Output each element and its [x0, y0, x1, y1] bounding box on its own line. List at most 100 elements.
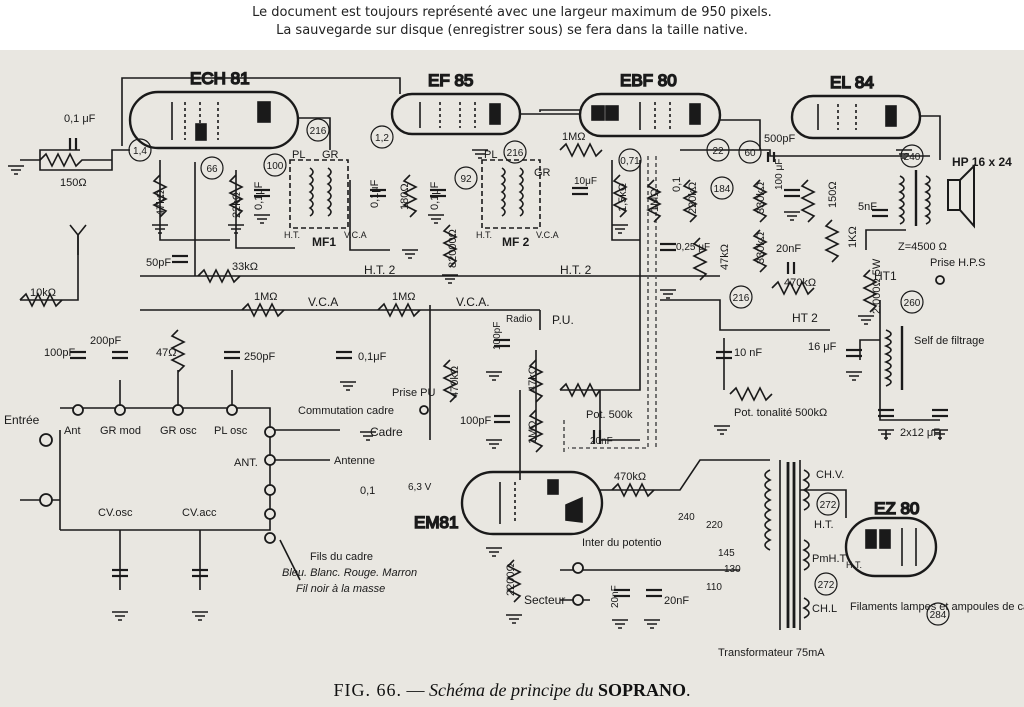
label-cv-acc: CV.acc	[182, 507, 217, 519]
label-c-16uf: 16 μF	[808, 341, 837, 353]
label-c-10nf: 10 nF	[734, 347, 762, 359]
callout-240: 240	[904, 152, 921, 163]
caption-end: .	[685, 680, 691, 700]
label-hp: HP 16 x 24	[952, 155, 1012, 169]
label-r-47: 47Ω	[156, 347, 176, 359]
label-v220: 220	[706, 520, 723, 531]
label-secteur: Secteur	[524, 593, 565, 607]
label-r-2000: 2.000Ω 5W	[871, 258, 883, 314]
label-vca-1: V.C.A	[344, 230, 367, 240]
label-cv-osc: CV.osc	[98, 507, 133, 519]
label-c-50pf: 50pF	[146, 257, 171, 269]
label-prise-pu: Prise PU	[392, 387, 435, 399]
schematic-sheet: ECH 81 EF 85 EBF 80 EL 84 EM81 EZ 80 0,1…	[0, 50, 1024, 707]
tube-label-ez80: EZ 80	[874, 499, 919, 518]
tube-label-ef85: EF 85	[428, 71, 473, 90]
label-r-1k: 1KΩ	[847, 226, 859, 248]
label-heater-em: 6,3 V	[408, 482, 432, 493]
callout-92: 92	[460, 174, 472, 185]
label-c-100pf-b: 100pF	[492, 322, 503, 350]
label-commutation: Commutation cadre	[298, 405, 394, 417]
label-self-filtrage: Self de filtrage	[914, 335, 984, 347]
transformers	[289, 159, 931, 628]
label-radio: Radio	[506, 314, 533, 325]
label-c-0-1-em: 0,1	[360, 485, 375, 497]
label-mf2: MF 2	[502, 235, 530, 249]
label-vca-2: V.C.A	[536, 230, 559, 240]
label-pmht: PmH.T	[812, 553, 847, 565]
callout-272a: 272	[820, 500, 837, 511]
label-gr-1: GR	[322, 149, 339, 161]
label-r-1m-d: 1MΩ	[392, 291, 416, 303]
label-r-33k: 33kΩ	[232, 261, 258, 273]
label-filaments: Filaments lampes et ampoules de cadran	[850, 601, 1024, 613]
antenna	[69, 224, 87, 255]
callout-66: 66	[206, 164, 218, 175]
label-r-47k-a: 47kΩ	[155, 190, 167, 216]
label-c-01-d: 0,1μF	[358, 351, 387, 363]
callout-216c: 216	[733, 293, 750, 304]
label-pot-500k: Pot. 500k	[586, 409, 633, 421]
label-transfo: Transformateur 75mA	[718, 647, 825, 659]
callout-circles	[128, 118, 950, 626]
label-pot-tonalite: Pot. tonalité 500kΩ	[734, 407, 827, 419]
label-c-20nf-d: 20nF	[664, 595, 689, 607]
tube-ez80	[844, 516, 938, 578]
label-c-10uf: 10μF	[574, 176, 597, 187]
caption-title: Schéma de principe du	[429, 680, 598, 700]
label-r-47k-b: 47kΩ	[719, 244, 731, 270]
label-fils-2: Bleu. Blanc. Rouge. Marron	[282, 567, 417, 579]
label-gr-osc: GR osc	[160, 425, 197, 437]
label-fils-1: Fils du cadre	[310, 551, 373, 563]
label-r-22k: 22kΩ	[231, 192, 243, 218]
label-fils-3: Fil noir à la masse	[296, 583, 385, 595]
label-vca-4: V.C.A.	[456, 295, 490, 309]
label-r-2200: 2200Ω	[505, 563, 517, 596]
label-r-150: 150Ω	[60, 177, 87, 189]
label-c-100pf-c: 100pF	[460, 415, 491, 427]
label-c-250pf: 250pF	[244, 351, 275, 363]
label-c-20nf-c: 20nF	[610, 585, 621, 608]
callout-60: 60	[744, 148, 756, 159]
schematic-diagram: ECH 81 EF 85 EBF 80 EL 84 EM81 EZ 80 0,1…	[4, 68, 1024, 659]
label-vca-3: V.C.A	[308, 295, 338, 309]
label-r-10k: 10kΩ	[30, 287, 56, 299]
tube-em81	[460, 470, 604, 536]
callout-184: 184	[714, 184, 731, 195]
label-r-1m-c: 1MΩ	[254, 291, 278, 303]
label-gr-mod: GR mod	[100, 425, 141, 437]
label-ht2-mid: H.T. 2	[364, 263, 396, 277]
label-c-01uf: 0,1 μF	[64, 113, 96, 125]
label-v240: 240	[678, 512, 695, 523]
label-gr-2: GR	[534, 167, 551, 179]
label-pl-osc: PL osc	[214, 425, 248, 437]
label-c-5nf: 5nF	[858, 201, 877, 213]
label-c-01-b: 0,1μF	[369, 179, 381, 208]
label-c-0-25: 0,25 μF	[676, 242, 710, 253]
label-r-1-5k: 1,5kΩ	[617, 183, 629, 212]
label-inter: Inter du potentio	[582, 537, 662, 549]
label-r-47k-c: 47kΩ	[527, 366, 539, 392]
label-r-150-b: 150Ω	[827, 181, 839, 208]
label-prise-hps: Prise H.P.S	[930, 257, 985, 269]
page-notice: Le document est toujours représenté avec…	[0, 0, 1024, 50]
label-ht2-mid2: H.T. 2	[560, 263, 592, 277]
label-c-01-c: 0,1μF	[429, 181, 441, 210]
callout-071: 0,71	[620, 156, 640, 167]
label-ht1: HT1	[874, 269, 897, 283]
label-pu: P.U.	[552, 313, 574, 327]
label-r-1m-b: 1MΩ	[649, 188, 661, 212]
label-ht-tr2: H.T.	[846, 560, 862, 570]
label-chv: CH.V.	[816, 469, 844, 481]
label-z: Z=4500 Ω	[898, 241, 947, 253]
label-r-1m-a: 1MΩ	[562, 131, 586, 143]
label-v130: 130	[724, 564, 741, 575]
callout-216b: 216	[507, 148, 524, 159]
label-c-100pf-a: 100pF	[44, 347, 75, 359]
caption-fig-number: FIG. 66.	[333, 680, 403, 700]
grounds	[8, 149, 948, 629]
label-pl-1: PL	[292, 149, 305, 161]
tube-ech81	[128, 90, 300, 150]
label-r-470k-a: 470kΩ	[784, 277, 816, 289]
caption-dash: —	[402, 680, 430, 700]
